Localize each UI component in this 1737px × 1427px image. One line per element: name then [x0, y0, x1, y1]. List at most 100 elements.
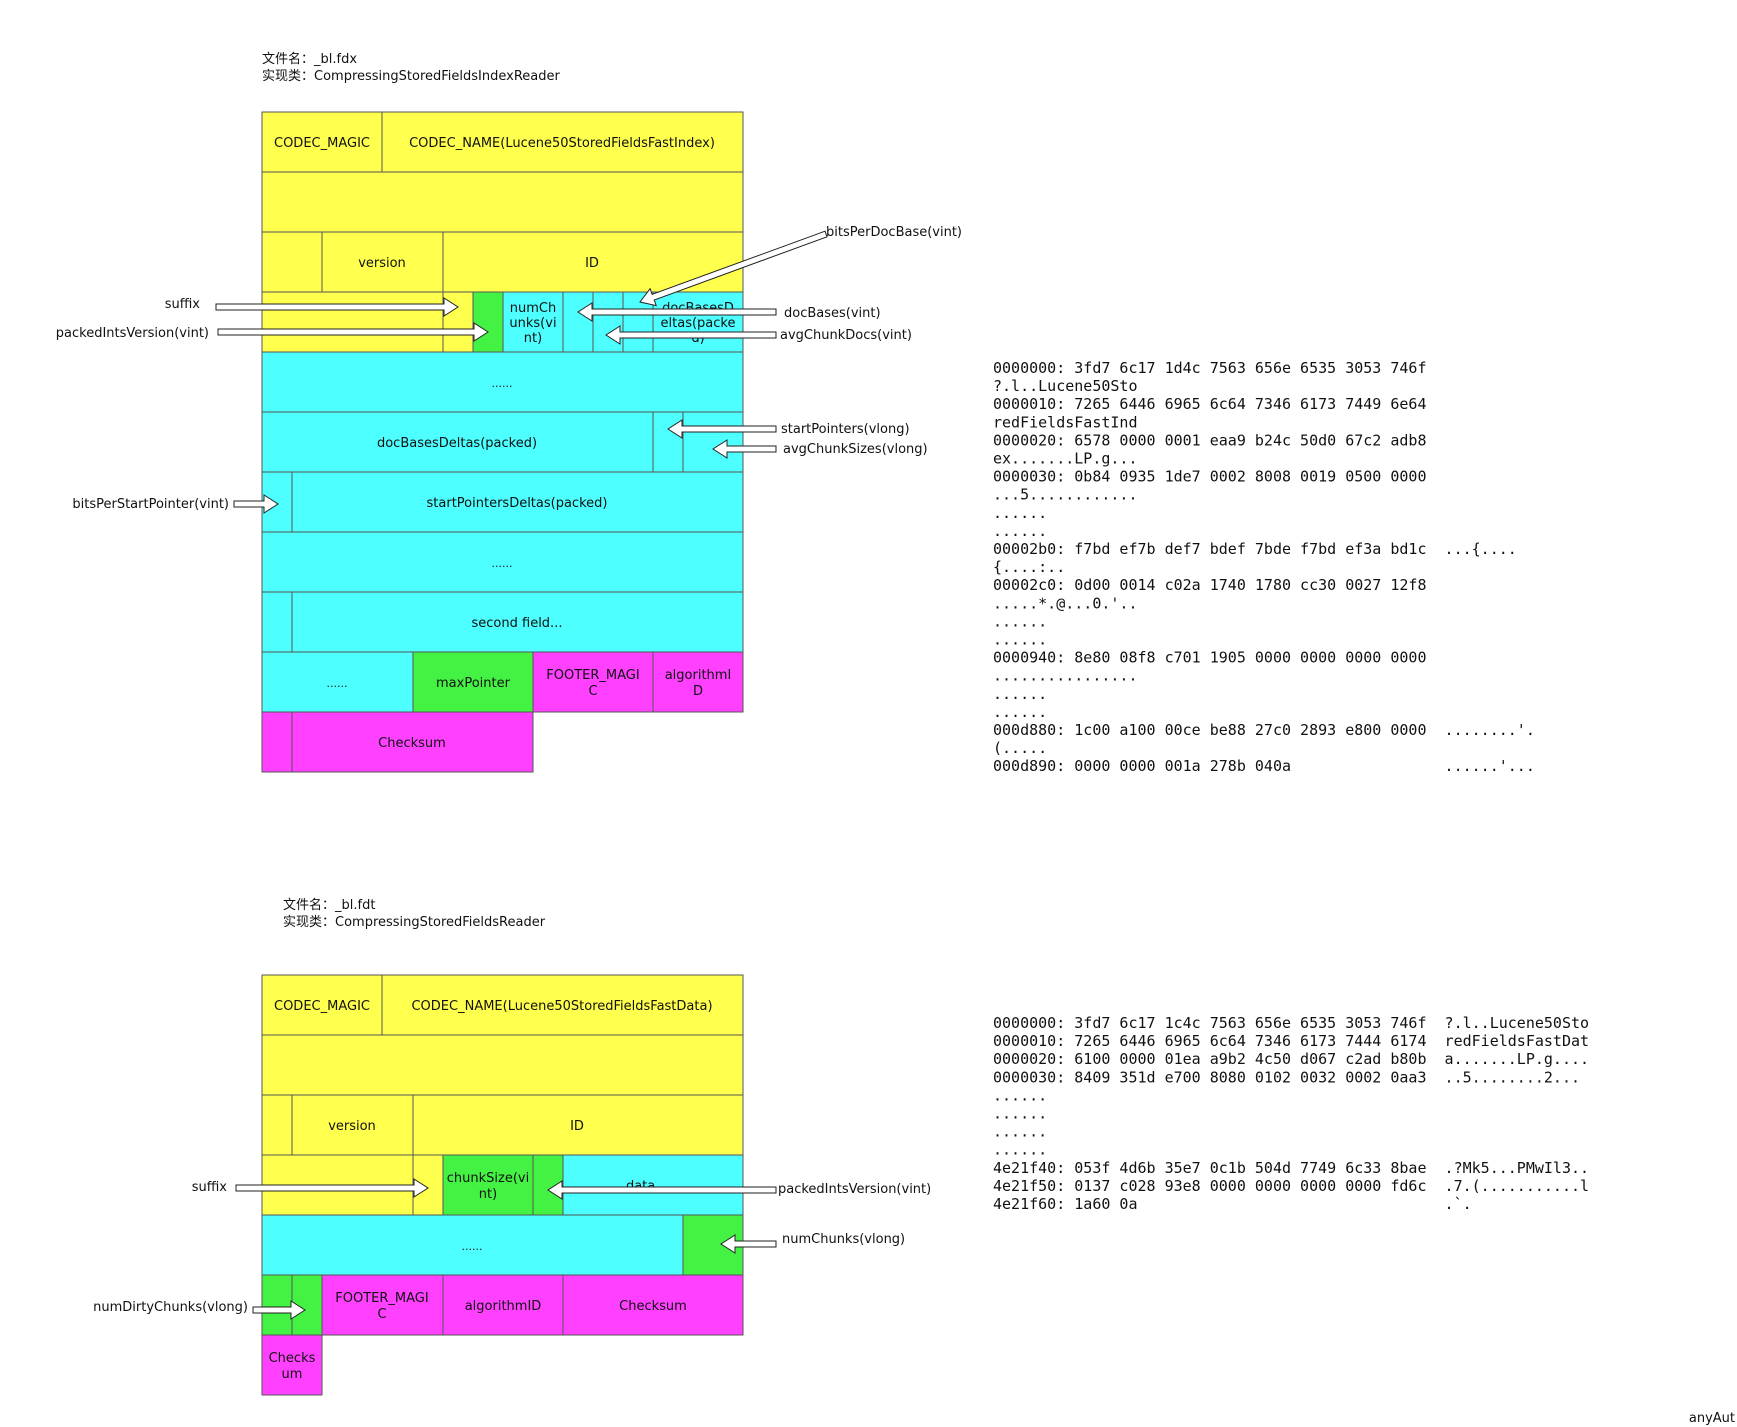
fdt-algorithm-id-cell [442, 1274, 564, 1336]
fdx-algorithm-id-cell [652, 651, 744, 713]
fdx-start-pointers-callout: startPointers(vlong) [781, 422, 910, 437]
fdx-pad-cell [261, 231, 323, 293]
fdt-hex-line: ...... [993, 1105, 1047, 1123]
fdt-section: 文件名：_bl.fdt 实现类：CompressingStoredFieldsR… [93, 897, 1589, 1396]
fdx-start-pointers-arrow [667, 419, 777, 439]
fdx-ellipsis-label-3: ...... [327, 677, 348, 690]
fdx-codec-name-label: CODEC_NAME(Lucene50StoredFieldsFastIndex… [409, 136, 715, 151]
fdx-hex-line: 000d880: 1c00 a100 00ce be88 27c0 2893 e… [993, 721, 1535, 739]
fdx-hex-line: 0000020: 6578 0000 0001 eaa9 b24c 50d0 6… [993, 431, 1426, 449]
fdx-file-name: 文件名：_bl.fdx [262, 51, 357, 67]
fdt-arrows [235, 1178, 777, 1320]
fdx-version-label: version [358, 256, 406, 271]
fdx-impl-class: 实现类：CompressingStoredFieldsIndexReader [262, 69, 560, 84]
fdx-checksum-label: Checksum [378, 736, 446, 751]
fdx-footer-magic-cell [532, 651, 654, 713]
fdx-hex-line: 000d890: 0000 0000 001a 278b 040a ......… [993, 757, 1535, 775]
fdt-id-label: ID [570, 1119, 584, 1134]
fdt-packed-ints-version-arrow [547, 1180, 777, 1200]
fdt-suffix-callout: suffix [192, 1180, 228, 1195]
fdx-section: 文件名：_bl.fdx 实现类：CompressingStoredFieldsI… [56, 51, 1535, 775]
fdt-version-cell [291, 1094, 414, 1156]
fdt-checksum-small-label-2: um [282, 1367, 303, 1382]
fdx-bits-per-doc-base-arrow [639, 230, 828, 307]
fdt-codec-name-label: CODEC_NAME(Lucene50StoredFieldsFastData) [411, 999, 712, 1014]
fdx-hex-line: 0000940: 8e80 08f8 c701 1905 0000 0000 0… [993, 649, 1426, 667]
fdx-ellipsis-cell-1 [261, 351, 744, 413]
fdt-algorithm-id-label: algorithmID [465, 1299, 542, 1314]
fdx-num-chunks-cell [502, 291, 564, 353]
fdt-num-chunks-arrow [720, 1234, 777, 1254]
fdx-hex-line: ?.l..Lucene50Sto [993, 377, 1138, 395]
fdx-hex-line: .....*.@...0.'.. [993, 594, 1138, 612]
fdx-start-pointers-cell [652, 411, 684, 473]
fdx-hex-line: ...... [993, 522, 1047, 540]
fdt-hex-line: 4e21f50: 0137 c028 93e8 0000 0000 0000 0… [993, 1177, 1589, 1195]
fdx-num-chunks-label-2: unks(vi [509, 316, 556, 331]
fdt-checksum-small-cell [261, 1334, 323, 1396]
fdt-pad-cell [261, 1094, 293, 1156]
fdx-avg-chunk-docs-arrow [605, 325, 777, 345]
fdt-codec-name-cont-cell [261, 1034, 744, 1096]
fdt-ellipsis-label: ...... [462, 1240, 483, 1253]
fdx-hex-line: ...... [993, 685, 1047, 703]
fdt-hex-line: 0000010: 7265 6446 6965 6c64 7346 6173 7… [993, 1032, 1589, 1050]
fdx-avg-chunk-sizes-callout: avgChunkSizes(vlong) [783, 442, 928, 457]
fdx-avg-chunk-sizes-arrow [712, 439, 777, 459]
fdt-hex-line: 4e21f60: 1a60 0a .`. [993, 1195, 1472, 1213]
fdt-hex-dump: 0000000: 3fd7 6c17 1c4c 7563 656e 6535 3… [993, 1014, 1589, 1213]
fdx-hex-line: {....:.. [993, 558, 1065, 576]
fdt-suffix-arrow [235, 1178, 429, 1198]
fdx-hex-line: ...... [993, 612, 1047, 630]
fdx-doc-bases-deltas-cell [261, 411, 654, 473]
fdx-doc-bases-arrow [577, 302, 777, 322]
fdx-bits-per-start-pointer-callout: bitsPerStartPointer(vint) [72, 497, 229, 512]
fdx-doc-bases-cell [562, 291, 594, 353]
fdx-footer-magic-label-2: C [588, 684, 597, 699]
fdx-doc-bases-deltas-small-label-2: eltas(packe [661, 316, 736, 331]
fdx-suffix-callout: suffix [165, 297, 201, 312]
fdx-checksum-cell [291, 711, 534, 773]
fdt-hex-line: 0000000: 3fd7 6c17 1c4c 7563 656e 6535 3… [993, 1014, 1589, 1032]
fdx-num-chunks-label-3: nt) [524, 331, 542, 346]
fdx-suffix-cell [261, 291, 444, 353]
fdt-packed-ints-version-callout: packedIntsVersion(vint) [778, 1182, 931, 1197]
fdt-file-name: 文件名：_bl.fdt [283, 897, 375, 913]
fdt-checksum-cell [562, 1274, 744, 1336]
fdt-codec-magic-label: CODEC_MAGIC [274, 999, 370, 1014]
fdx-second-field-pad-cell [261, 591, 293, 653]
fdx-packed-ints-version-cell [472, 291, 504, 353]
fdt-chunk-size-label-2: nt) [479, 1187, 497, 1202]
fdx-ellipsis-label-1: ...... [492, 377, 513, 390]
fdt-footer-magic-cell [321, 1274, 444, 1336]
fdx-algorithm-id-label-1: algorithmI [665, 668, 732, 683]
fdt-checksum-label: Checksum [619, 1299, 687, 1314]
fdx-avg-chunk-docs-callout: avgChunkDocs(vint) [780, 328, 912, 343]
fdx-algorithm-id-cont-cell [261, 711, 293, 773]
fdt-num-chunks-cont-cell [261, 1274, 293, 1336]
fdx-hex-line: ...... [993, 703, 1047, 721]
fdx-algorithm-id-label-2: D [693, 684, 703, 699]
fdx-footer-magic-label-1: FOOTER_MAGI [546, 668, 639, 683]
fdx-bits-per-start-pointer-arrow [233, 494, 279, 514]
fdt-hex-line: ...... [993, 1123, 1047, 1141]
fdx-max-pointer-label: maxPointer [436, 676, 511, 691]
fdt-impl-class: 实现类：CompressingStoredFieldsReader [283, 915, 546, 930]
fdx-ellipsis-cell-3 [261, 651, 414, 713]
corner-text: anyAut [1689, 1411, 1735, 1426]
fdt-hex-line: ...... [993, 1086, 1047, 1104]
fdt-checksum-small-label-1: Checks [269, 1351, 316, 1366]
fdt-footer-magic-label-2: C [377, 1307, 386, 1322]
fdx-hex-line: 0000010: 7265 6446 6965 6c64 7346 6173 7… [993, 395, 1426, 413]
fdx-codec-magic-cell [261, 111, 383, 173]
fdt-codec-magic-cell [261, 974, 383, 1036]
fdx-codec-name-cont-cell [261, 171, 744, 233]
fdx-packed-ints-version-arrow [217, 322, 489, 342]
fdx-hex-line: 00002b0: f7bd ef7b def7 bdef 7bde f7bd e… [993, 540, 1517, 558]
fdt-num-chunks-callout: numChunks(vlong) [782, 1232, 905, 1247]
fdt-ellipsis-cell [261, 1214, 684, 1276]
fdt-hex-line: ...... [993, 1141, 1047, 1159]
fdx-hex-dump: 0000000: 3fd7 6c17 1d4c 7563 656e 6535 3… [993, 359, 1535, 775]
fdt-num-dirty-chunks-arrow [252, 1300, 306, 1320]
fdx-bits-per-doc-base-callout: bitsPerDocBase(vint) [826, 225, 962, 240]
